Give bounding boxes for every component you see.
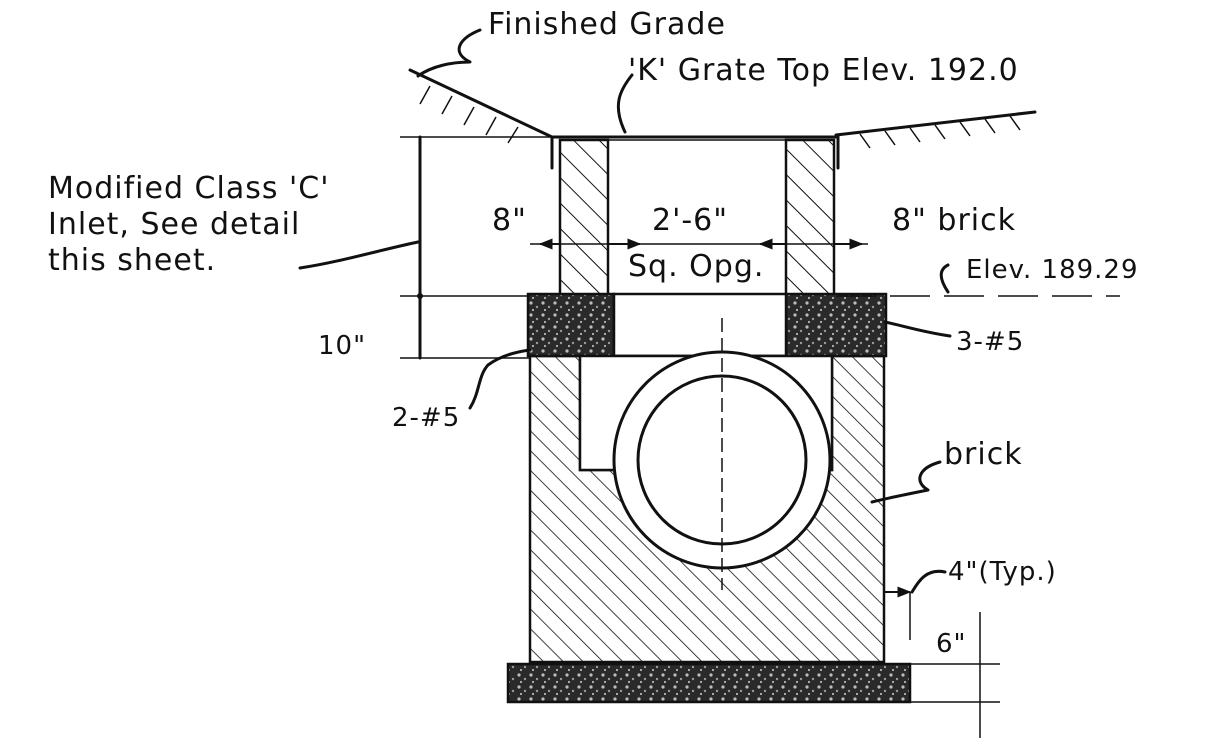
- finished-grade-ground: [408, 68, 1037, 149]
- label-finished-grade: Finished Grade: [488, 7, 726, 42]
- label-bars-left: 2-#5: [392, 403, 460, 433]
- dim-left-vertical: [400, 135, 552, 360]
- pipe-section: [612, 318, 832, 590]
- label-dim-base: 6": [936, 629, 967, 659]
- label-dim-slab: 10": [318, 331, 366, 361]
- dim-base-right: [884, 586, 1000, 738]
- concrete-slab: [526, 292, 888, 358]
- label-opening-note: Sq. Opg.: [628, 249, 764, 284]
- label-elev-lower: Elev. 189.29: [966, 255, 1139, 285]
- label-inlet-line2: Inlet, See detail: [48, 207, 300, 242]
- concrete-base: [506, 662, 912, 704]
- dim-horizontal: [530, 238, 1120, 297]
- label-dim-right-wall: 8" brick: [892, 203, 1016, 238]
- label-wall-typ: 4"(Typ.): [948, 557, 1057, 587]
- label-dim-left-wall: 8": [492, 203, 527, 238]
- grate-frame: [550, 135, 840, 170]
- leader-lines: [298, 28, 952, 594]
- label-grate-top: 'K' Grate Top Elev. 192.0: [628, 53, 1019, 88]
- label-inlet-line3: this sheet.: [48, 243, 216, 278]
- label-inlet-line1: Modified Class 'C': [48, 171, 329, 206]
- label-brick: brick: [944, 437, 1023, 472]
- label-bars-right: 3-#5: [956, 327, 1024, 357]
- label-dim-opening: 2'-6": [652, 203, 728, 238]
